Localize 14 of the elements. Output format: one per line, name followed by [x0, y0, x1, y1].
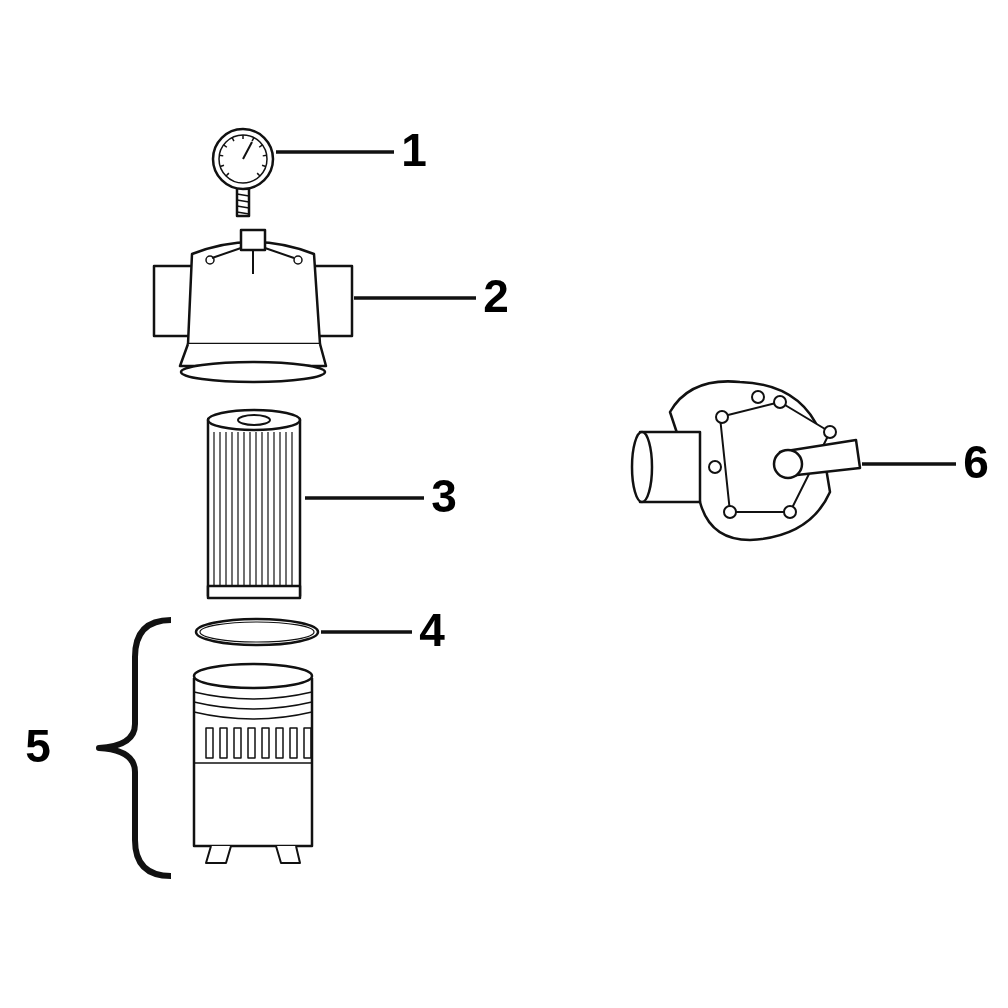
leader-line	[305, 496, 424, 500]
callout-number: 2	[480, 270, 512, 322]
callout-number: 4	[416, 604, 448, 656]
filter-head-drawing	[152, 226, 354, 386]
callout-number: 5	[24, 720, 52, 772]
pressure-gauge-drawing	[210, 126, 276, 220]
callout-number: 3	[428, 470, 460, 522]
leader-line	[321, 630, 412, 634]
leader-line	[276, 150, 394, 154]
callout-number: 1	[398, 124, 430, 176]
leader-line	[354, 296, 476, 300]
leader-line	[862, 462, 956, 466]
callout-number: 6	[960, 436, 992, 488]
o-ring-drawing	[193, 616, 321, 648]
